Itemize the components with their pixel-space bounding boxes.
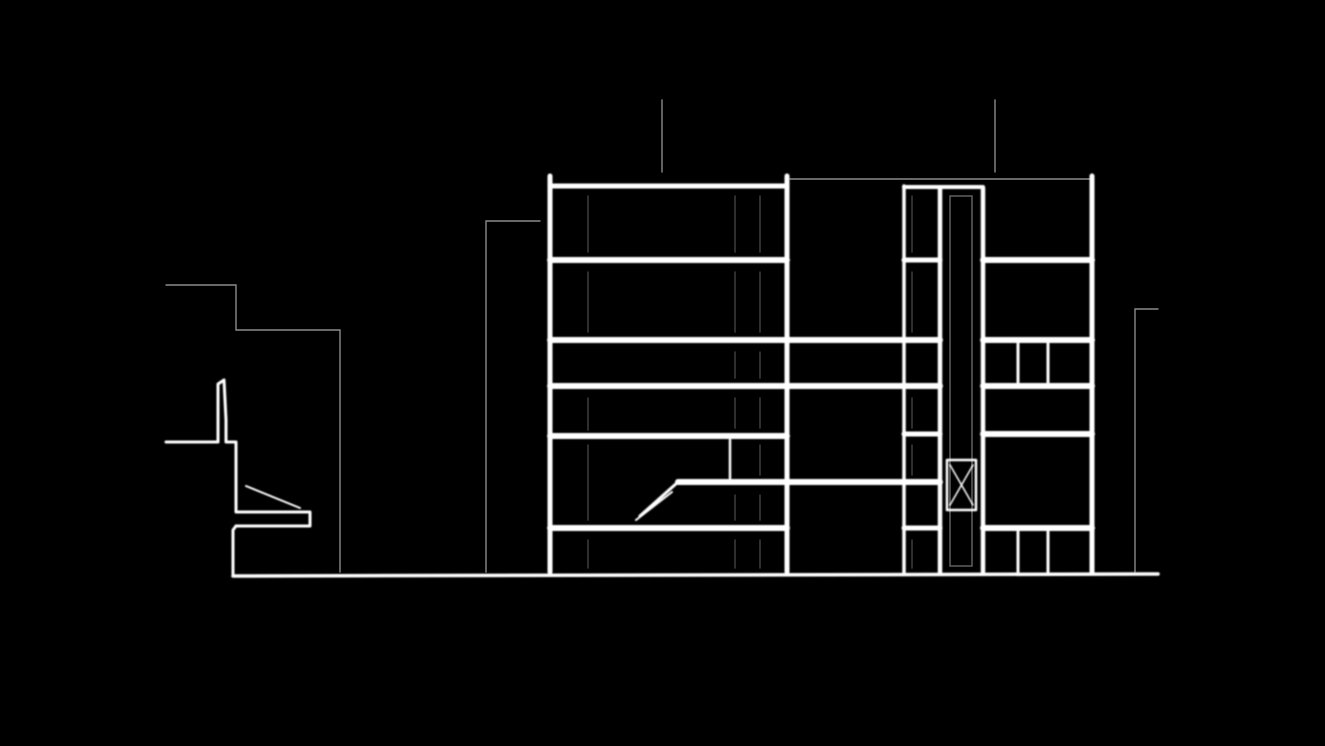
ramp-upper (638, 480, 680, 518)
ground-line (231, 572, 1160, 578)
context-building-right (1134, 308, 1159, 573)
window-mullions (587, 195, 973, 569)
elevator-cab (945, 458, 978, 512)
main-structure (164, 173, 1160, 578)
context-buildings (165, 99, 1159, 573)
context-building-left-low (235, 329, 341, 573)
context-building-left-tall (165, 284, 237, 331)
annex-base (231, 524, 238, 576)
elevator-cab-cross (949, 464, 974, 506)
context-building-middle (485, 220, 541, 573)
annex-slope (245, 485, 301, 509)
ramp-lower (635, 491, 673, 521)
annex-chimney (164, 378, 312, 528)
